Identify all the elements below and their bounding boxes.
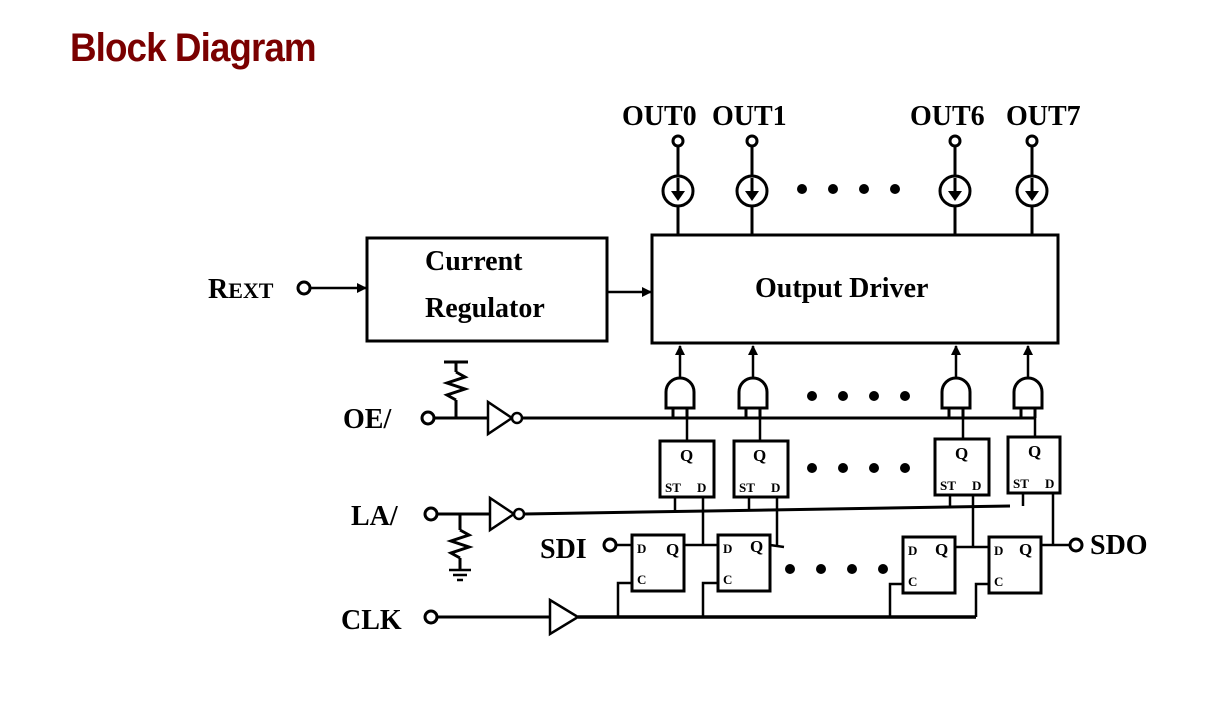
gate-ellipsis [807,391,910,401]
out6-label: OUT6 [910,101,985,132]
clk-label: CLK [341,605,402,636]
la-pulldown-resistor [446,514,474,570]
out7-label: OUT7 [1006,101,1081,132]
svg-text:D: D [697,480,706,495]
latch-0: Q ST D [658,439,716,499]
oe-pin [420,410,436,426]
svg-text:Q: Q [753,446,766,465]
and-gate-7 [1012,376,1044,418]
svg-text:ST: ST [739,480,755,495]
output-current-sink-0 [661,134,695,236]
svg-text:Q: Q [1028,442,1041,461]
svg-text:D: D [1045,476,1054,491]
svg-text:Q: Q [1019,540,1032,559]
la-inverter [488,495,526,533]
current-regulator-block [365,236,609,343]
output-current-sink-7 [1015,134,1049,236]
svg-text:D: D [994,543,1003,558]
output-driver-label: Output Driver [755,273,928,304]
svg-text:D: D [723,541,732,556]
ground-icon [449,568,471,582]
svg-text:D: D [637,541,646,556]
and-gate-6 [940,376,972,418]
oe-inverter [486,399,524,437]
latch-to-gate-wires [685,418,1037,441]
output-current-sink-1 [735,134,769,236]
sdi-pin [602,537,618,553]
output-ellipsis [797,184,900,194]
svg-text:Q: Q [935,540,948,559]
svg-text:C: C [994,574,1003,589]
gate-to-driver-arrows [675,345,1033,378]
clock-distribution-wires [616,581,989,617]
clk-pin [423,609,439,625]
sdo-label: SDO [1090,530,1148,561]
rext-pin [296,280,312,296]
svg-text:Q: Q [750,537,763,556]
shift-ff-0: D Q C [630,533,686,593]
latch-1: Q ST D [732,439,790,499]
la-pin [423,506,439,522]
svg-text:D: D [972,478,981,493]
svg-text:D: D [771,480,780,495]
shift-ff-7: D Q C [987,535,1043,595]
page-title: Block Diagram [70,26,317,70]
svg-text:ST: ST [940,478,956,493]
svg-text:ST: ST [1013,476,1029,491]
sdi-label: SDI [540,534,587,565]
latch-7: Q ST D [1006,435,1062,495]
svg-text:Q: Q [955,444,968,463]
la-label: LA/ [351,501,399,532]
oe-label: OE/ [343,404,392,435]
out0-label: OUT0 [622,101,697,132]
sdo-pin [1068,537,1084,553]
current-regulator-label-line1: Current [425,246,523,277]
svg-text:D: D [908,543,917,558]
rext-label: REXT [208,274,274,305]
shift-ellipsis [785,564,888,574]
la-bus [523,504,1011,516]
shift-ff-1: D Q C [716,533,772,593]
svg-text:C: C [723,572,732,587]
svg-text:Q: Q [680,446,693,465]
clk-buffer [548,597,581,637]
svg-text:Q: Q [666,540,679,559]
latch-input-wires [673,493,1055,547]
latch-6: Q ST D [933,437,991,497]
current-regulator-label-line2: Regulator [425,293,545,324]
out1-label: OUT1 [712,101,787,132]
shift-chain-wires [684,543,1069,549]
oe-pullup-resistor [442,360,470,418]
output-current-sink-6 [938,134,972,236]
and-gate-1 [737,376,769,418]
shift-ff-6: D Q C [901,535,957,595]
and-gate-0 [664,376,696,418]
latch-ellipsis [807,463,910,473]
svg-text:C: C [908,574,917,589]
svg-text:ST: ST [665,480,681,495]
svg-text:C: C [637,572,646,587]
output-driver-block [650,233,1060,345]
